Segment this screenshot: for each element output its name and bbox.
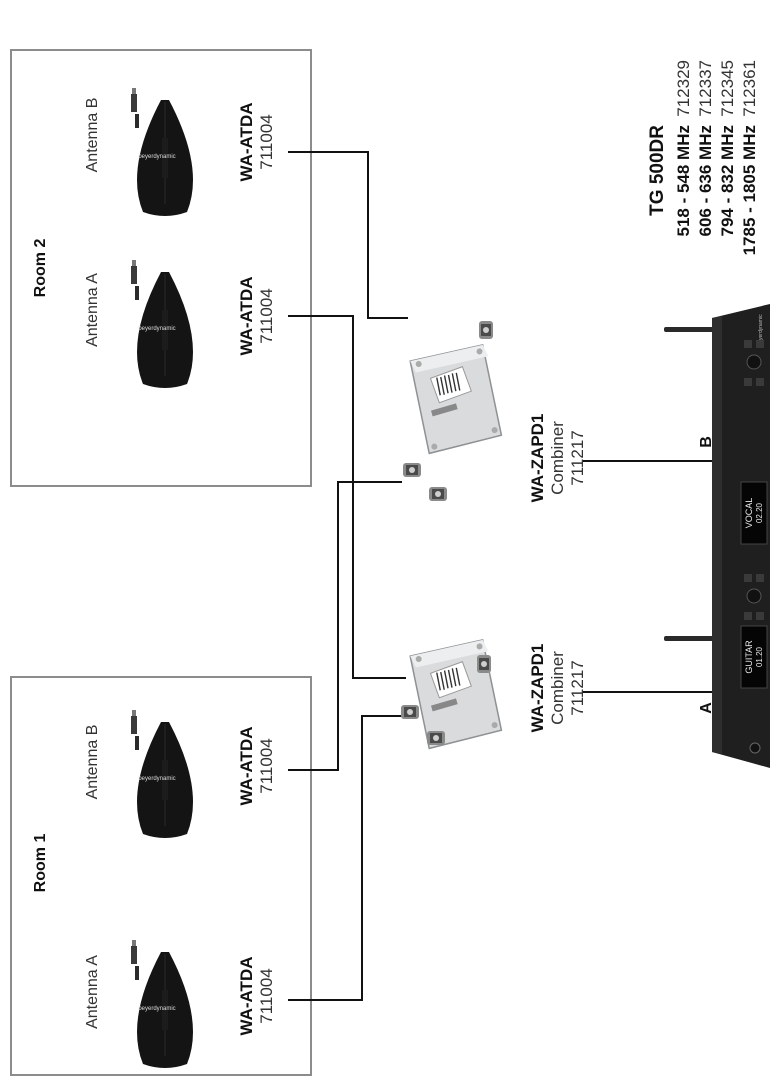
combiner-b-model: WA-ZAPD1 (528, 414, 547, 503)
room-1-antenna-b-label: Antenna B (84, 725, 101, 800)
cable-room2-antB-to-combinerB (288, 151, 408, 319)
band-1-range: 518 - 548 MHz (674, 125, 693, 237)
receiver-power-button (749, 742, 761, 754)
combiner-a-port-top (477, 655, 491, 673)
receiver-a-jog-wheel (746, 588, 762, 604)
combiner-a-port-right (427, 731, 445, 745)
receiver-b-button-1 (744, 340, 752, 348)
receiver-b-button-3 (744, 378, 752, 386)
cable-room2-antA-to-combinerA (288, 315, 406, 679)
room-1-label: Room 1 (32, 834, 49, 893)
receiver-b-button-2 (756, 340, 764, 348)
room-1-antenna-a-model: WA-ATDA (237, 957, 256, 1036)
combiner-a-type: Combiner (548, 651, 567, 725)
receiver-a-button-1 (744, 574, 752, 582)
combiner-b-port-left (403, 463, 421, 477)
receiver-rear-antenna-a (664, 636, 720, 641)
room-2-antenna-a-label: Antenna A (84, 273, 101, 347)
receiver-b-display-line2: 02.20 (755, 502, 764, 523)
room-2-antenna-a-code: 711004 (257, 288, 276, 343)
room-1-antenna-a-label: Antenna A (84, 955, 101, 1029)
room-2-antenna-b-icon: beyerdynamic (130, 87, 194, 217)
room-2-antenna-b-code: 711004 (257, 114, 276, 169)
receiver-a-display-line2: 01.20 (755, 646, 764, 667)
combiner-a-model: WA-ZAPD1 (528, 644, 547, 733)
combiner-b-port-right (429, 487, 447, 501)
room-1-antenna-a-brand: beyerdynamic (138, 1006, 175, 1012)
receiver-model-title: TG 500DR (647, 125, 668, 216)
room-2-antenna-a-brand: beyerdynamic (138, 326, 175, 332)
combiner-b-icon (408, 343, 504, 455)
combiner-b-type: Combiner (548, 421, 567, 495)
room-1-antenna-b-code: 711004 (257, 738, 276, 793)
room-2-antenna-b-brand: beyerdynamic (138, 154, 175, 160)
receiver-a-button-3 (744, 612, 752, 620)
receiver-a-display (740, 625, 768, 689)
band-2-code: 712337 (696, 60, 715, 117)
room-1-antenna-b-model: WA-ATDA (237, 727, 256, 806)
receiver-brand: beyerdynamic (758, 314, 764, 346)
receiver-b-display-line1: VOCAL (744, 498, 754, 529)
combiner-a-code: 711217 (568, 660, 587, 715)
receiver-unit: beyerdynamic VOCAL 02.20 GUITAR 01.20 (712, 304, 770, 768)
receiver-a-display-line1: GUITAR (744, 640, 754, 674)
receiver-b-display (740, 481, 768, 545)
room-2-label: Room 2 (32, 239, 49, 298)
room-2-antenna-a-model: WA-ATDA (237, 277, 256, 356)
room-2-antenna-b-label: Antenna B (84, 98, 101, 173)
room-1-antenna-a-icon: beyerdynamic (130, 939, 194, 1069)
combiner-a-port-left (401, 705, 419, 719)
receiver-a-button-2 (756, 574, 764, 582)
band-4-range: 1785 - 1805 MHz (740, 125, 759, 255)
cable-room1-antA-to-combinerA (288, 715, 404, 1001)
receiver-rear-antenna-b (664, 327, 720, 332)
band-1-code: 712329 (674, 60, 693, 117)
receiver-b-button-4 (756, 378, 764, 386)
room-1-antenna-b-brand: beyerdynamic (138, 776, 175, 782)
combiner-b-port-top (479, 321, 493, 339)
receiver-a-button-4 (756, 612, 764, 620)
room-2-antenna-a-icon: beyerdynamic (130, 259, 194, 389)
combiner-b-code: 711217 (568, 430, 587, 485)
receiver-port-a-label: A (698, 702, 715, 714)
band-4-code: 712361 (740, 60, 759, 117)
cable-room1-antB-to-combinerB (288, 481, 402, 771)
band-3-range: 794 - 832 MHz (718, 125, 737, 237)
receiver-port-b-label: B (698, 436, 715, 448)
band-2-range: 606 - 636 MHz (696, 125, 715, 237)
room-2-antenna-b-model: WA-ATDA (237, 103, 256, 182)
room-1-antenna-b-icon: beyerdynamic (130, 709, 194, 839)
band-3-code: 712345 (718, 60, 737, 117)
receiver-b-jog-wheel (746, 354, 762, 370)
room-1-antenna-a-code: 711004 (257, 968, 276, 1023)
